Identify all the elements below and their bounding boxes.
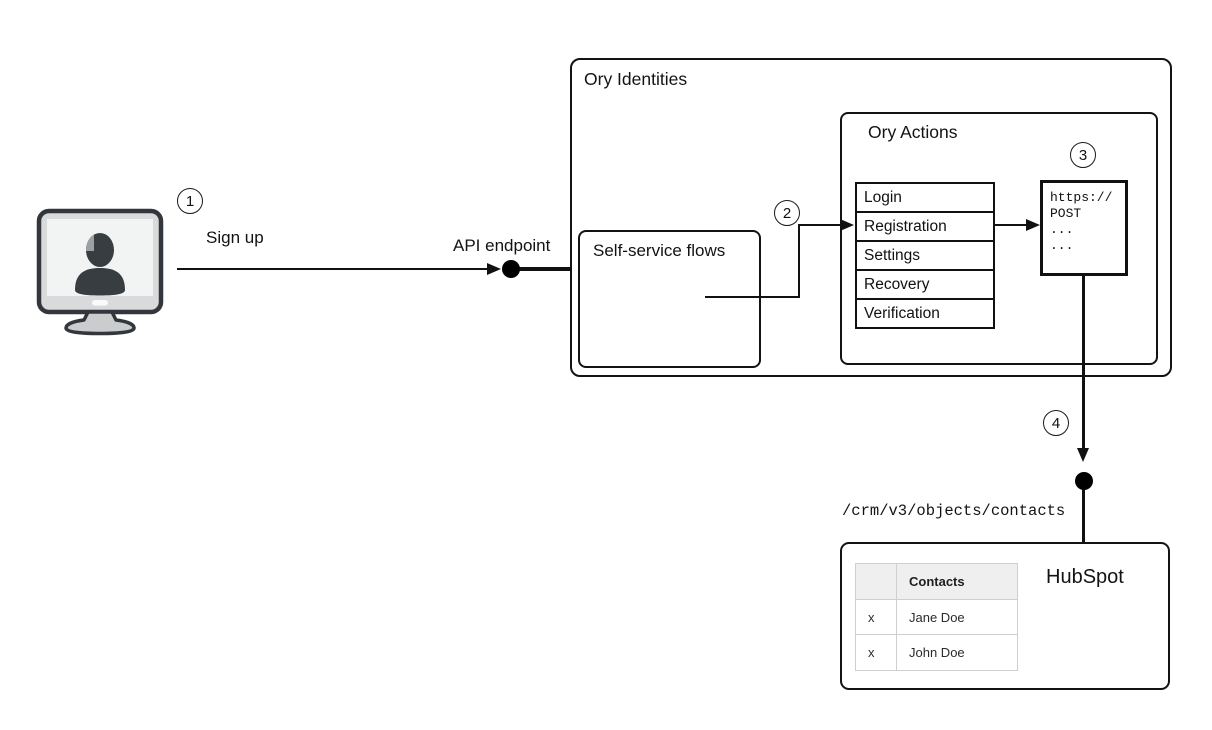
hubspot-title: HubSpot xyxy=(1046,566,1124,588)
contact-row-flag: x xyxy=(856,635,897,670)
step-3-badge: 3 xyxy=(1070,142,1096,168)
self-service-flows-title: Self-service flows xyxy=(593,241,726,260)
contacts-table-corner-cell xyxy=(856,564,897,600)
step-1-badge: 1 xyxy=(177,188,203,214)
flows-list: Login Registration Settings Recovery Ver… xyxy=(855,182,995,329)
flow-row-registration: Registration xyxy=(855,211,995,242)
contact-row-name: John Doe xyxy=(909,645,965,660)
step-4-badge: 4 xyxy=(1043,410,1069,436)
flow-row-verification: Verification xyxy=(855,298,995,329)
api-endpoint-dot xyxy=(502,260,520,278)
registration-arrow-line xyxy=(995,224,1027,226)
flow-row-settings: Settings xyxy=(855,240,995,271)
contacts-table: Contacts x Jane Doe x John Doe xyxy=(855,563,1018,671)
flow-elbow-arrowhead xyxy=(840,219,854,231)
webhook-line xyxy=(1082,275,1085,449)
code-line: https:// xyxy=(1050,190,1113,205)
webhook-path-label: /crm/v3/objects/contacts xyxy=(842,502,1066,520)
endpoint-connector-line xyxy=(510,267,572,271)
flow-elbow-bottom-line xyxy=(705,296,800,298)
webhook-endpoint-dot xyxy=(1075,472,1093,490)
flow-row-recovery: Recovery xyxy=(855,269,995,300)
contact-row-flag: x xyxy=(856,600,897,635)
code-line: ... xyxy=(1050,222,1074,237)
contacts-table-header-cell: Contacts xyxy=(897,564,1017,600)
sign-up-label: Sign up xyxy=(206,228,264,247)
self-service-flows-box xyxy=(578,230,761,368)
user-computer-icon xyxy=(36,208,164,336)
webhook-arrowhead xyxy=(1077,448,1089,462)
flow-elbow-vertical-line xyxy=(798,224,800,298)
signup-arrowhead xyxy=(487,263,501,275)
contact-row-name: Jane Doe xyxy=(897,600,1017,635)
flow-row-login: Login xyxy=(855,182,995,213)
api-endpoint-label: API endpoint xyxy=(453,236,551,255)
ory-identities-title: Ory Identities xyxy=(584,69,688,89)
flow-elbow-top-line xyxy=(798,224,841,226)
code-line: POST xyxy=(1050,206,1082,221)
code-line: ... xyxy=(1050,238,1074,253)
webhook-code-box: https:// POST ... ... xyxy=(1040,180,1128,276)
registration-arrowhead xyxy=(1026,219,1040,231)
step-2-badge: 2 xyxy=(774,200,800,226)
ory-actions-title: Ory Actions xyxy=(868,122,958,142)
signup-arrow-line xyxy=(177,268,488,270)
webhook-connector-line xyxy=(1082,480,1085,543)
